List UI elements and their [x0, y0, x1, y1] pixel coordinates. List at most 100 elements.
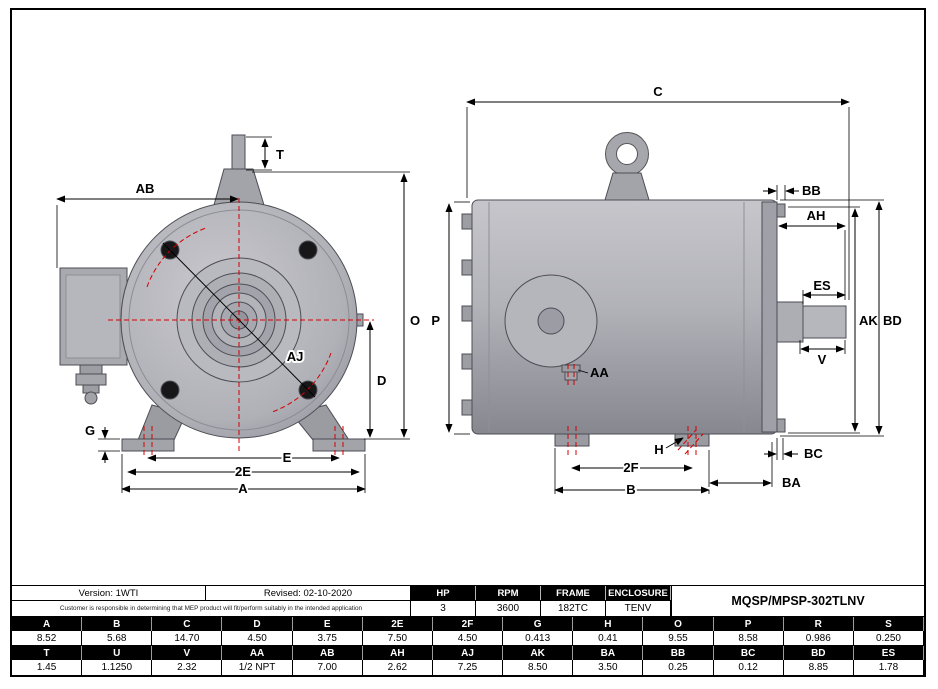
- dim-value2-10: 0.12: [714, 660, 784, 675]
- dim-label-c: C: [653, 84, 663, 99]
- bolt-hole: [160, 380, 180, 400]
- dim-2e: 2E: [127, 462, 360, 481]
- dim-value2-2: 2.32: [152, 660, 223, 675]
- dim-d: D: [366, 321, 386, 438]
- dim-g: G: [85, 423, 120, 463]
- dim-header1-3: D: [222, 617, 293, 631]
- dim-value1-0: 8.52: [12, 631, 83, 645]
- dim-label-t: T: [276, 147, 284, 162]
- dim-label-v: V: [818, 352, 827, 367]
- face-boss: [504, 274, 598, 368]
- dim-value2-11: 8.85: [784, 660, 854, 675]
- dim-value2-1: 1.1250: [82, 660, 153, 675]
- dim-value1-9: 9.55: [643, 631, 714, 645]
- dim-header1-6: 2F: [433, 617, 504, 631]
- dim-bd: BD: [780, 199, 902, 437]
- dim-h: H: [654, 437, 684, 457]
- motor-dimension-drawing: AJ T AB O D: [56, 82, 902, 499]
- eye-bolt: [604, 132, 650, 201]
- dim-label-bc: BC: [804, 446, 823, 461]
- spec-value-2: 182TC: [541, 601, 606, 616]
- dim-header2-8: BA: [573, 646, 644, 660]
- dim-header1-12: S: [854, 617, 925, 631]
- dim-header2-4: AB: [293, 646, 363, 660]
- dim-value2-4: 7.00: [293, 660, 363, 675]
- dim-2f: 2F: [571, 458, 693, 477]
- dim-header2-9: BB: [643, 646, 714, 660]
- dim-value1-7: 0.413: [503, 631, 574, 645]
- dim-b: B: [554, 448, 710, 499]
- dim-label-es: ES: [813, 278, 831, 293]
- dim-label-aa: AA: [590, 365, 609, 380]
- dim-value1-11: 0.986: [784, 631, 854, 645]
- dim-label-2f: 2F: [623, 460, 638, 475]
- dim-label-d: D: [377, 373, 386, 388]
- dim-value1-4: 3.75: [293, 631, 363, 645]
- dim-label-2e: 2E: [235, 464, 251, 479]
- dim-ak: AK: [788, 206, 878, 434]
- dim-header1-10: P: [714, 617, 784, 631]
- spec-header-1: RPM: [476, 586, 541, 600]
- dim-value1-10: 8.58: [714, 631, 784, 645]
- dim-header2-10: BC: [714, 646, 784, 660]
- disclaimer-cell: Customer is responsible in determining t…: [12, 601, 411, 616]
- dim-header2-11: BD: [784, 646, 854, 660]
- bolt-hole: [298, 240, 318, 260]
- dim-p: P: [431, 201, 470, 435]
- dim-label-ah: AH: [807, 208, 826, 223]
- dim-header1-2: C: [152, 617, 223, 631]
- side-dimensions: C P BB AH ES: [431, 82, 902, 499]
- side-view-motor: [461, 132, 847, 447]
- dim-t: T: [246, 136, 284, 171]
- spec-header-2: FRAME: [541, 586, 606, 600]
- dim-label-ba: BA: [782, 475, 801, 490]
- spec-header-0: HP: [411, 586, 476, 600]
- dim-header1-1: B: [82, 617, 153, 631]
- dim-value2-8: 3.50: [573, 660, 644, 675]
- dim-bb: BB: [763, 183, 821, 200]
- dim-header2-7: AK: [503, 646, 574, 660]
- dim-header1-9: O: [643, 617, 714, 631]
- dim-label-o: O: [410, 313, 420, 328]
- dim-value1-1: 5.68: [82, 631, 153, 645]
- dim-value2-12: 1.78: [854, 660, 925, 675]
- dim-value1-2: 14.70: [152, 631, 223, 645]
- dim-value1-3: 4.50: [222, 631, 293, 645]
- dim-value2-7: 8.50: [503, 660, 574, 675]
- title-row-2: Customer is responsible in determining t…: [12, 601, 924, 616]
- dim-header1-8: H: [573, 617, 644, 631]
- dim-e: E: [147, 448, 340, 467]
- dim-header1-7: G: [503, 617, 574, 631]
- dim-header2-3: AA: [222, 646, 293, 660]
- dim-value1-8: 0.41: [573, 631, 644, 645]
- model-number-cell: MQSP/MPSP-302TLNV: [671, 586, 924, 616]
- junction-box: [59, 267, 128, 405]
- dim-header1-11: R: [784, 617, 854, 631]
- dim-label-ab: AB: [136, 181, 155, 196]
- spec-value-1: 3600: [476, 601, 541, 616]
- dim-header2-6: AJ: [433, 646, 504, 660]
- spec-value-3: TENV: [606, 601, 671, 616]
- dim-header1-4: E: [293, 617, 363, 631]
- front-centerlines: [108, 198, 374, 458]
- dim-value2-3: 1/2 NPT: [222, 660, 293, 675]
- spec-header-3: ENCLOSURE: [606, 586, 671, 600]
- dim-label-g: G: [85, 423, 95, 438]
- dim-label-bd: BD: [883, 313, 902, 328]
- dim-v: V: [799, 340, 846, 369]
- dim-value2-9: 0.25: [643, 660, 714, 675]
- dim-c: C: [466, 82, 850, 300]
- dim-label-bb: BB: [802, 183, 821, 198]
- dim-label-ak: AK: [859, 313, 878, 328]
- motor-body: [471, 199, 778, 435]
- dim-bc: BC: [764, 438, 823, 461]
- dim-label-b: B: [626, 482, 635, 497]
- dim-ab: AB: [56, 179, 239, 268]
- dim-value1-5: 7.50: [363, 631, 433, 645]
